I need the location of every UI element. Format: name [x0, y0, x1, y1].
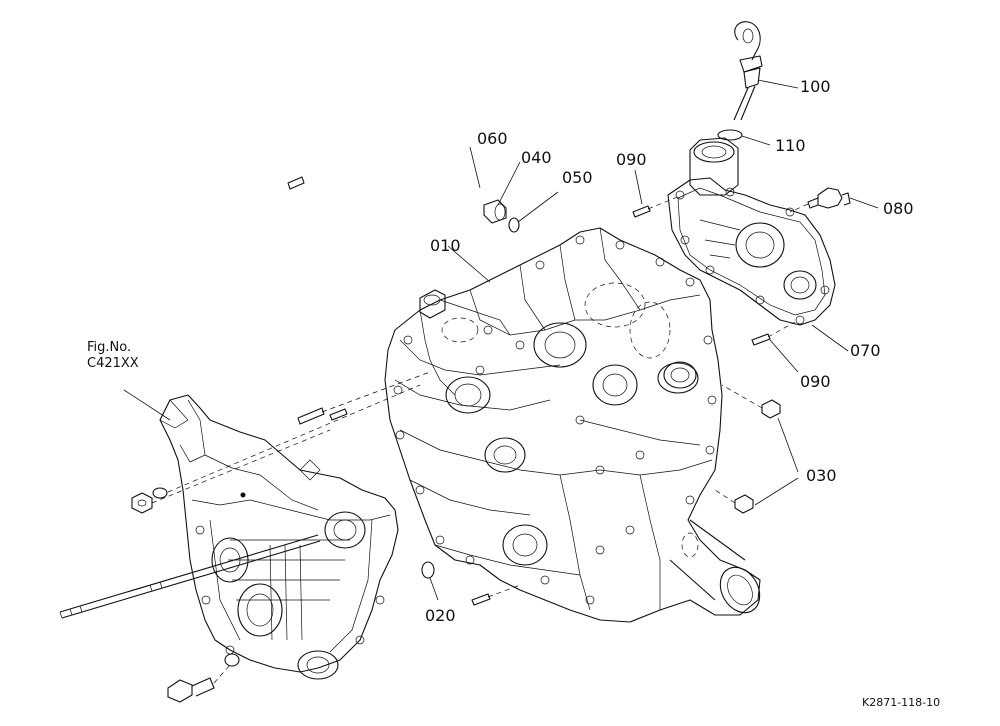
stud-bolt-long: [59, 534, 321, 619]
plugs-030: [714, 384, 781, 514]
callout-050: 050: [562, 168, 593, 187]
callout-090-top: 090: [616, 150, 647, 169]
drain-plug: [167, 653, 240, 703]
figure-reference-label: Fig.No.: [87, 340, 132, 355]
callout-110: 110: [775, 136, 806, 155]
figure-reference-number: C421XX: [87, 356, 139, 372]
drawing-code: K2871-118-10: [862, 696, 941, 709]
callout-040: 040: [521, 148, 552, 167]
figure-reference: Fig.No. C421XX: [87, 340, 139, 373]
callout-080: 080: [883, 199, 914, 218]
leader-lines: [123, 79, 879, 601]
o-ring-110: [717, 129, 743, 141]
callout-020: 020: [425, 606, 456, 625]
transmission-case-main: [384, 227, 761, 623]
callout-100: 100: [800, 77, 831, 96]
callout-010: 010: [430, 236, 461, 255]
dowel-pins-090: [632, 195, 796, 346]
front-housing-part: [159, 394, 399, 680]
plug-080: [789, 187, 851, 213]
bushing-set: [287, 176, 520, 233]
callout-060: 060: [477, 129, 508, 148]
callout-030: 030: [806, 466, 837, 485]
side-cover-plate: [667, 137, 836, 326]
dowel-pin-left: [297, 371, 431, 425]
o-ring-020: [421, 561, 521, 606]
callout-090-bottom: 090: [800, 372, 831, 391]
callout-070: 070: [850, 341, 881, 360]
dipstick: [733, 21, 763, 121]
nut-washer-set: [131, 384, 421, 514]
